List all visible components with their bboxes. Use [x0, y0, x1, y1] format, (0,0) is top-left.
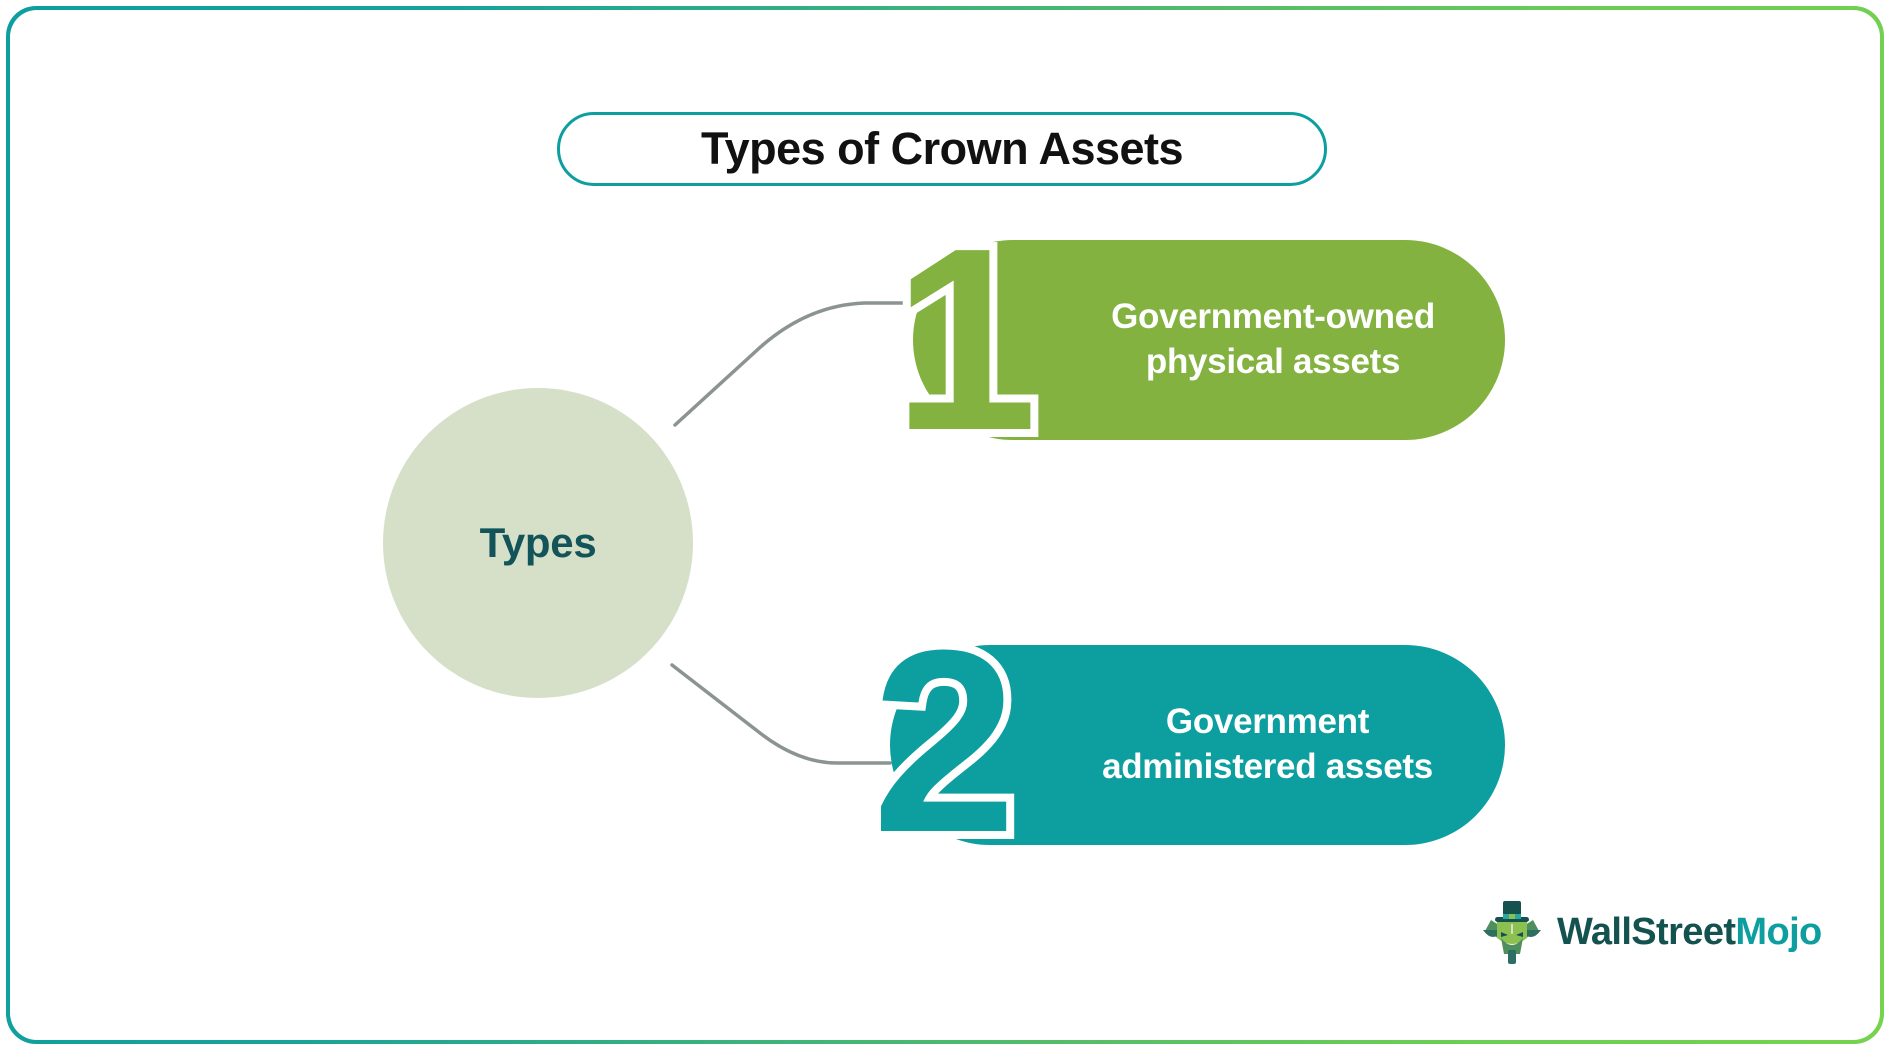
brand-wordmark-secondary: Mojo — [1735, 910, 1822, 953]
page-title: Types of Crown Assets — [700, 123, 1184, 174]
item-number-outline-1: 1 — [885, 195, 1046, 485]
item-label-2: Government administered assets — [1102, 702, 1433, 786]
item-number-outline-2: 2 — [864, 597, 1025, 887]
brand-logo: WallStreetMojo — [1481, 898, 1822, 966]
page-title-pill: Types of Crown Assets — [557, 112, 1327, 186]
hub-circle: Types — [383, 388, 693, 698]
wallstreetmojo-mascot-icon — [1483, 901, 1541, 964]
hub-label: Types — [479, 519, 597, 566]
item-number-2: 2 — [872, 597, 1017, 887]
item-pill-2: Government administered assets — [890, 645, 1505, 845]
brand-wordmark-primary: WallStreet — [1557, 910, 1736, 953]
item-pill-1: Government-owned physical assets — [913, 240, 1505, 440]
item-number-1: 1 — [893, 195, 1038, 485]
item-label-1: Government-owned physical assets — [1111, 297, 1435, 381]
brand-wordmark: WallStreetMojo — [1557, 911, 1822, 954]
